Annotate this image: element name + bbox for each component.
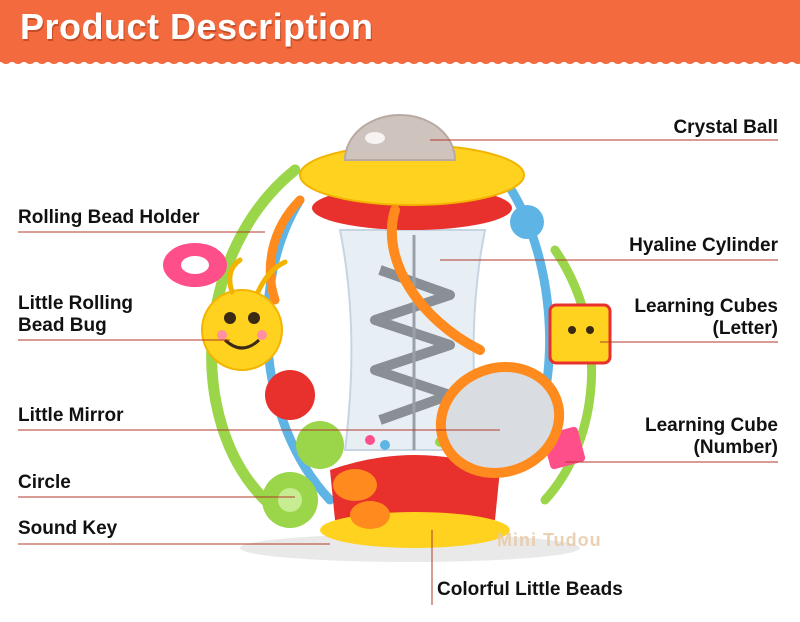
little-mirror — [435, 362, 565, 478]
header-banner — [0, 0, 800, 62]
label-rolling-bead-holder: Rolling Bead Holder — [18, 207, 200, 228]
orange-rod — [386, 205, 485, 355]
label-little-mirror: Little Mirror — [18, 405, 124, 426]
toy-shadow — [240, 534, 580, 562]
inner-bead — [365, 435, 375, 445]
crystal-ball — [343, 114, 457, 161]
bug-head — [201, 289, 283, 371]
green-bead — [296, 421, 344, 469]
label-learning-cubes-line1: Learning Cubes — [634, 296, 778, 317]
blue-bead — [510, 205, 544, 239]
label-learning-cube-line1: Learning Cube — [644, 415, 778, 436]
label-circle: Circle — [18, 472, 71, 493]
label-learning-cube-line2: (Number) — [693, 437, 778, 458]
learning-cube-letter — [548, 303, 612, 365]
label-crystal-ball: Crystal Ball — [673, 117, 778, 138]
label-hyaline-cylinder: Hyaline Cylinder — [629, 235, 778, 256]
label-little-rolling-bead-bug-line2: Bead Bug — [18, 315, 107, 336]
label-learning-cubes-line2: (Letter) — [712, 318, 778, 339]
label-colorful-little-beads: Colorful Little Beads — [437, 579, 623, 600]
leader-lines — [18, 139, 778, 605]
toy-base-yellow — [320, 512, 510, 548]
watermark: Mini Tudou — [497, 530, 602, 550]
label-sound-key: Sound Key — [18, 518, 118, 539]
orange-bead — [333, 469, 377, 501]
red-bead — [265, 370, 315, 420]
orange-bead — [350, 501, 390, 529]
orange-rod-left — [265, 195, 305, 305]
banner-scalloped-edge — [0, 56, 800, 68]
inner-bead — [380, 440, 390, 450]
page-title: Product Description — [20, 6, 374, 47]
green-arc-right — [540, 245, 597, 505]
label-little-rolling-bead-bug-line1: Little Rolling — [18, 293, 134, 314]
crystal-ball-highlight — [365, 132, 385, 144]
